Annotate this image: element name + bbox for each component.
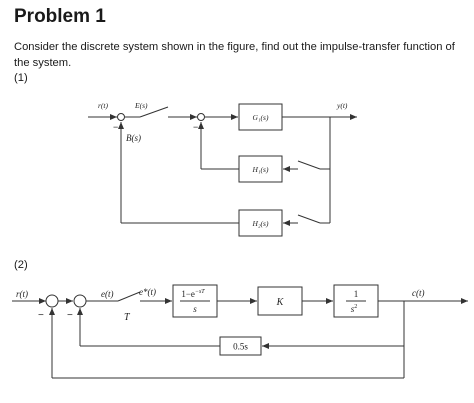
diagram-2: [12, 284, 468, 379]
gain-label: K: [276, 297, 285, 308]
zoh-denominator: s: [193, 304, 197, 314]
d2-sampled-label: e*(t): [139, 287, 156, 297]
d1-summing-junction-1: [117, 113, 125, 121]
d1-feedback-label: B(s): [126, 133, 141, 143]
h2-switch: [297, 214, 321, 224]
feedback-label: 0.5s: [233, 342, 248, 352]
d2-minus-sign-2: −: [67, 310, 73, 321]
d1-sampled-label: E(s): [134, 101, 148, 110]
part-1-label: (1): [14, 72, 28, 84]
d2-output-label: c(t): [412, 288, 425, 298]
d2-sampler-switch: [117, 291, 141, 302]
d1-sampler-switch: [139, 106, 169, 118]
d1-summing-junction-2: [197, 113, 205, 121]
h1-label: H₁(s): [252, 165, 269, 174]
g1-label: G₁(s): [253, 113, 269, 122]
d2-summing-junction-1: [45, 294, 59, 308]
diagram-1-labels: r(t) E(s) B(s) − − G₁(s) H₁(s) H₂(s) y(t…: [98, 101, 348, 228]
d2-error-label: e(t): [101, 289, 114, 299]
d1-output-label: y(t): [336, 101, 348, 110]
h2-label: H₂(s): [252, 219, 269, 228]
diagram-2-labels: r(t) − − e(t) e*(t) T 1−e−sT s K 1 s2 0.…: [16, 287, 425, 352]
problem-statement: Consider the discrete system shown in th…: [14, 41, 455, 69]
d1-input-label: r(t): [98, 101, 109, 110]
problem-title: Problem 1: [14, 6, 106, 27]
d1-minus-sign: −: [113, 122, 118, 132]
zoh-numerator: 1−e−sT: [181, 289, 205, 299]
d2-period-label: T: [124, 312, 131, 323]
d2-input-label: r(t): [16, 289, 28, 299]
d2-minus-sign: −: [38, 310, 44, 321]
h1-switch: [297, 160, 321, 170]
part-2-label: (2): [14, 259, 28, 271]
d1-minus-sign-2: −: [193, 122, 198, 132]
plant-denominator: s2: [351, 304, 358, 314]
plant-numerator: 1: [354, 289, 359, 299]
diagram-1: [88, 103, 357, 237]
d2-summing-junction-2: [73, 294, 87, 308]
